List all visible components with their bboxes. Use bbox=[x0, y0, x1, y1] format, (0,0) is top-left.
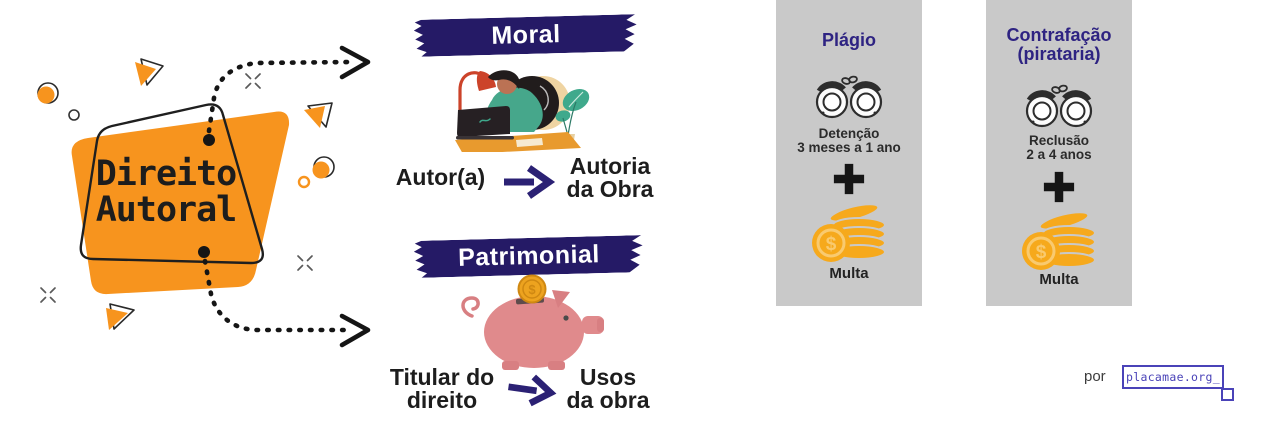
patrimonial-banner-label: Patrimonial bbox=[457, 240, 601, 272]
arrow-icon bbox=[508, 374, 557, 407]
x-mark-icon bbox=[245, 73, 261, 89]
triangle-decoration-bottom-left bbox=[106, 303, 135, 330]
handcuffs-icon bbox=[1025, 84, 1093, 128]
handcuffs-icon bbox=[815, 75, 883, 119]
fine-label: Multa bbox=[1039, 271, 1079, 288]
penalty-sentence: Detenção 3 meses a 1 ano bbox=[797, 126, 901, 155]
brand-label: placamae.org_ bbox=[1126, 370, 1220, 384]
hero-decoration bbox=[37, 45, 371, 348]
triangle-decoration-top-left bbox=[135, 58, 164, 86]
plus-icon bbox=[1043, 171, 1075, 203]
coins-icon: $ bbox=[1022, 212, 1096, 270]
patrimonial-source-line1: Titular do bbox=[389, 364, 495, 390]
patrimonial-source-label: Titular do direito bbox=[378, 366, 506, 411]
moral-banner: Moral bbox=[414, 14, 639, 57]
x-mark-icon bbox=[297, 255, 313, 271]
moral-target-line2: da Obra bbox=[566, 175, 654, 202]
page-title-line2: Autoral bbox=[95, 190, 238, 230]
patrimonial-source-line2: direito bbox=[406, 386, 478, 413]
brand-box: placamae.org_ bbox=[1122, 365, 1224, 389]
dotted-arrow-top bbox=[203, 45, 371, 146]
plus-icon bbox=[833, 163, 865, 195]
patrimonial-target-line1: Usos bbox=[579, 364, 637, 390]
piggy-bank-icon: $ bbox=[461, 274, 604, 370]
moral-target-label: Autoria da Obra bbox=[556, 155, 664, 200]
dotted-arrow-bottom bbox=[198, 246, 371, 348]
page-title: Direito Autoral bbox=[58, 156, 274, 228]
penalty-sentence: Reclusão 2 a 4 anos bbox=[1026, 133, 1092, 162]
coins-icon: $ bbox=[812, 204, 886, 262]
penalty-card-contrafacao: Contrafação (pirataria) Reclusão 2 a 4 a… bbox=[986, 0, 1132, 306]
moral-target-line1: Autoria bbox=[569, 153, 651, 179]
svg-text:$: $ bbox=[826, 234, 837, 255]
patrimonial-target-label: Usos da obra bbox=[556, 366, 660, 411]
moral-banner-label: Moral bbox=[491, 20, 561, 50]
arrow-icon bbox=[504, 165, 556, 199]
svg-text:$: $ bbox=[1036, 242, 1047, 263]
author-illustration bbox=[455, 70, 590, 152]
circle-decoration-left bbox=[37, 82, 80, 121]
fine-label: Multa bbox=[829, 265, 869, 282]
hero-outline-shape bbox=[79, 103, 265, 265]
penalty-title: Plágio bbox=[821, 30, 876, 50]
penalty-title: Contrafação (pirataria) bbox=[1006, 25, 1112, 64]
svg-text:$: $ bbox=[528, 282, 536, 297]
patrimonial-target-line2: da obra bbox=[566, 386, 650, 413]
patrimonial-banner: Patrimonial bbox=[414, 235, 645, 278]
brand-square-decoration bbox=[1221, 388, 1234, 401]
triangle-decoration-right bbox=[304, 102, 333, 128]
page-title-line1: Direito bbox=[95, 154, 238, 194]
moral-source-label: Autor(a) bbox=[395, 164, 486, 190]
circle-decoration-right bbox=[297, 156, 335, 189]
x-mark-icon bbox=[40, 287, 56, 303]
penalty-card-plagio: Plágio Detenção 3 meses a 1 ano bbox=[776, 0, 922, 306]
credit-prefix: por bbox=[1084, 368, 1106, 385]
